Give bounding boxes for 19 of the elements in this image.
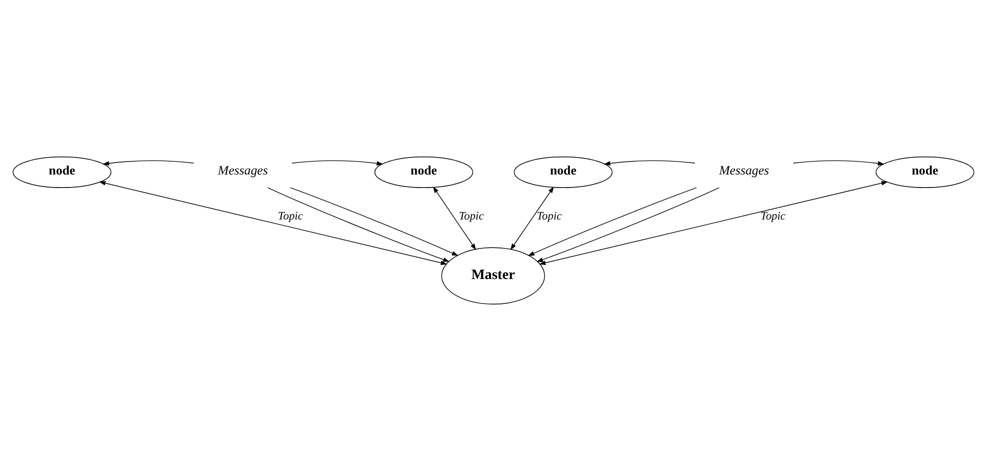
arrow bbox=[538, 181, 888, 266]
edge-label: Topic bbox=[277, 210, 302, 223]
edge-label: Topic bbox=[536, 210, 562, 223]
arrow bbox=[432, 186, 476, 250]
arrow bbox=[102, 160, 194, 166]
arrow bbox=[536, 187, 720, 262]
arrow bbox=[266, 187, 450, 262]
arrow bbox=[98, 181, 447, 266]
arrow bbox=[603, 160, 695, 166]
arrow bbox=[289, 187, 458, 256]
node-text: Messages bbox=[217, 164, 268, 178]
edge-label: Topic bbox=[760, 210, 786, 223]
arrow bbox=[792, 160, 884, 166]
node-text: Messages bbox=[718, 164, 769, 178]
arrow bbox=[291, 160, 383, 166]
edge-label: Topic bbox=[458, 210, 484, 223]
node-ellipse: node bbox=[513, 156, 612, 188]
arrow bbox=[510, 186, 554, 250]
arrow bbox=[527, 187, 696, 256]
